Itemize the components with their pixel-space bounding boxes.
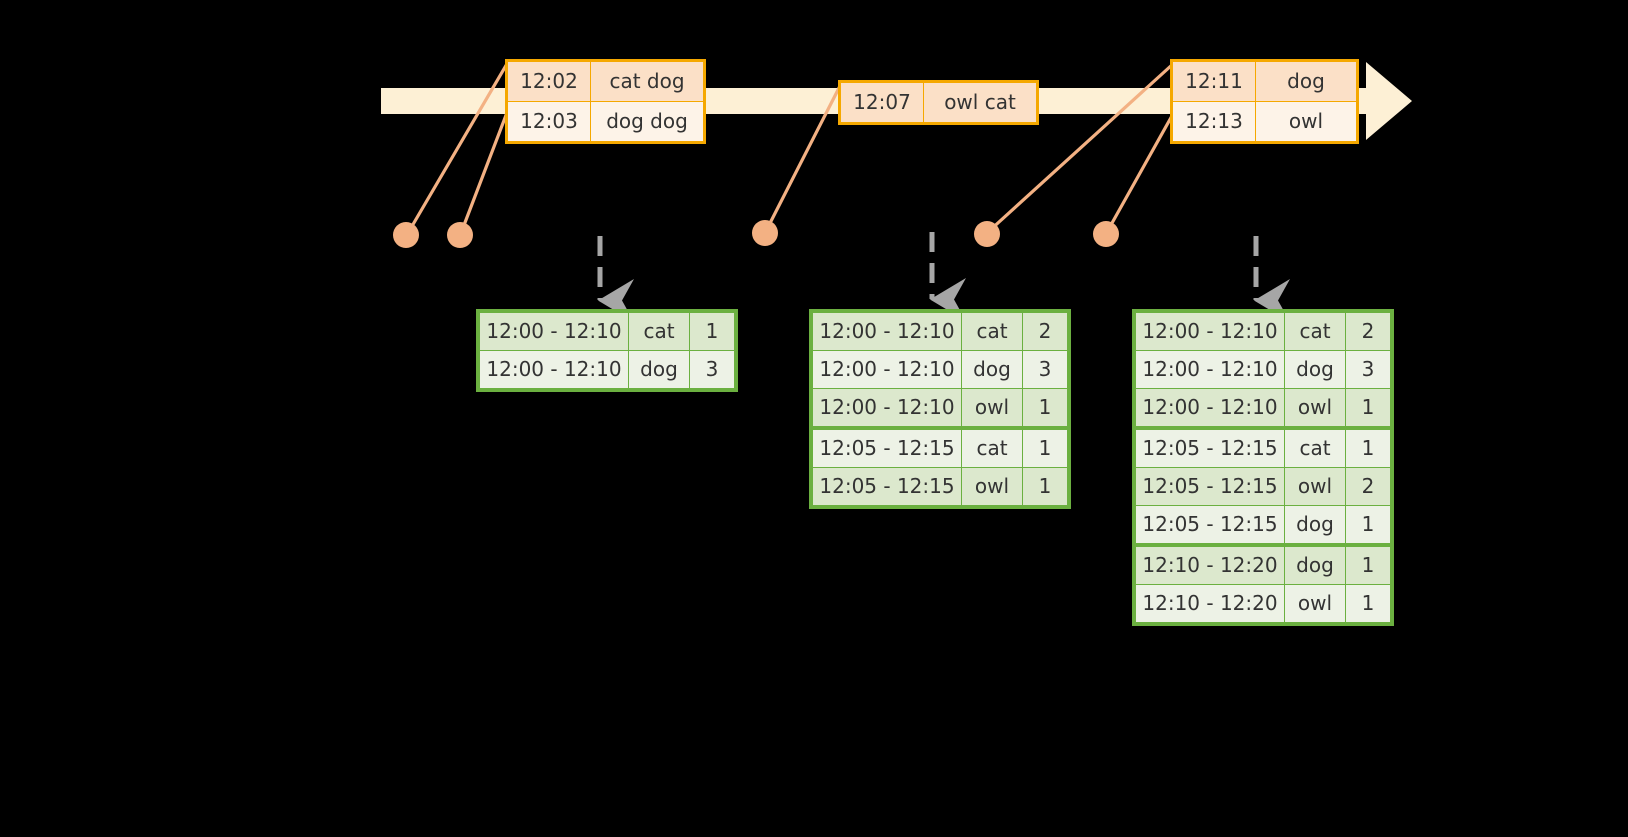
word-cell: cat: [961, 427, 1023, 468]
window-cell: 12:10 - 12:20: [1133, 584, 1285, 625]
connector-line-3: [764, 80, 844, 233]
table-row: 12:00 - 12:10 dog 3: [1133, 350, 1393, 389]
event-row: 12:11 dog: [1171, 60, 1358, 102]
event-time: 12:02: [506, 60, 591, 102]
window-cell: 12:05 - 12:15: [810, 467, 962, 508]
window-cell: 12:00 - 12:10: [1133, 350, 1285, 389]
table-row: 12:00 - 12:10 owl 1: [1133, 388, 1393, 430]
result-table-1: 12:00 - 12:10 cat 1 12:00 - 12:10 dog 3: [476, 309, 738, 392]
word-cell: cat: [628, 310, 690, 351]
event-connector-dots: [393, 220, 1119, 248]
connector-line-5: [1105, 112, 1175, 234]
count-cell: 1: [1022, 467, 1070, 508]
connector-line-4: [986, 62, 1175, 234]
event-row: 12:13 owl: [1171, 101, 1358, 143]
word-cell: owl: [1284, 584, 1346, 625]
window-cell: 12:00 - 12:10: [1133, 310, 1285, 351]
result-table-3: 12:00 - 12:10 cat 2 12:00 - 12:10 dog 3 …: [1132, 309, 1394, 626]
window-cell: 12:00 - 12:10: [1133, 388, 1285, 430]
table-row: 12:00 - 12:10 cat 2: [810, 310, 1070, 351]
event-words: dog: [1255, 60, 1358, 102]
event-time: 12:03: [506, 101, 591, 143]
event-time: 12:13: [1171, 101, 1256, 143]
count-cell: 2: [1345, 310, 1393, 351]
table-row: 12:00 - 12:10 owl 1: [810, 388, 1070, 430]
table-row: 12:10 - 12:20 owl 1: [1133, 584, 1393, 625]
event-words: dog dog: [590, 101, 705, 143]
count-cell: 1: [1345, 427, 1393, 468]
count-cell: 2: [1022, 310, 1070, 351]
table-row: 12:00 - 12:10 cat 1: [477, 310, 737, 351]
window-cell: 12:05 - 12:15: [810, 427, 962, 468]
window-cell: 12:10 - 12:20: [1133, 544, 1285, 585]
table-row: 12:05 - 12:15 cat 1: [1133, 427, 1393, 468]
word-cell: dog: [1284, 350, 1346, 389]
table-row: 12:00 - 12:10 dog 3: [477, 350, 737, 391]
connector-dot-4: [974, 221, 1000, 247]
event-words: cat dog: [590, 60, 705, 102]
event-connector-lines: [406, 60, 1175, 235]
count-cell: 1: [1345, 388, 1393, 430]
connector-dot-1: [393, 222, 419, 248]
word-cell: owl: [961, 388, 1023, 430]
window-cell: 12:00 - 12:10: [477, 350, 629, 391]
table-row: 12:00 - 12:10 cat 2: [1133, 310, 1393, 351]
word-cell: cat: [961, 310, 1023, 351]
count-cell: 3: [1022, 350, 1070, 389]
word-cell: owl: [961, 467, 1023, 508]
count-cell: 1: [1345, 584, 1393, 625]
event-time: 12:11: [1171, 60, 1256, 102]
connector-line-1: [406, 60, 510, 235]
count-cell: 1: [1022, 388, 1070, 430]
connector-dot-2: [447, 222, 473, 248]
table-row: 12:05 - 12:15 owl 1: [810, 467, 1070, 508]
count-cell: 3: [689, 350, 737, 391]
count-cell: 1: [1345, 505, 1393, 547]
window-cell: 12:05 - 12:15: [1133, 427, 1285, 468]
window-cell: 12:05 - 12:15: [1133, 505, 1285, 547]
word-cell: cat: [1284, 310, 1346, 351]
table-row: 12:05 - 12:15 owl 2: [1133, 467, 1393, 506]
connector-dot-3: [752, 220, 778, 246]
event-words: owl cat: [923, 81, 1038, 124]
result-dashed-arrows: [597, 232, 1291, 323]
event-group-2: 12:07 owl cat: [838, 80, 1039, 125]
connector-line-2: [459, 108, 510, 235]
word-cell: dog: [1284, 505, 1346, 547]
event-group-1: 12:02 cat dog 12:03 dog dog: [505, 59, 706, 144]
table-row: 12:05 - 12:15 dog 1: [1133, 505, 1393, 547]
window-cell: 12:05 - 12:15: [1133, 467, 1285, 506]
table-row: 12:10 - 12:20 dog 1: [1133, 544, 1393, 585]
event-row: 12:03 dog dog: [506, 101, 705, 143]
count-cell: 1: [1022, 427, 1070, 468]
count-cell: 3: [1345, 350, 1393, 389]
word-cell: owl: [1284, 388, 1346, 430]
table-row: 12:00 - 12:10 dog 3: [810, 350, 1070, 389]
window-cell: 12:00 - 12:10: [477, 310, 629, 351]
count-cell: 1: [689, 310, 737, 351]
word-cell: cat: [1284, 427, 1346, 468]
connector-dot-5: [1093, 221, 1119, 247]
word-cell: owl: [1284, 467, 1346, 506]
window-cell: 12:00 - 12:10: [810, 310, 962, 351]
event-row: 12:02 cat dog: [506, 60, 705, 102]
word-cell: dog: [961, 350, 1023, 389]
event-time: 12:07: [839, 81, 924, 124]
table-row: 12:05 - 12:15 cat 1: [810, 427, 1070, 468]
event-group-3: 12:11 dog 12:13 owl: [1170, 59, 1359, 144]
event-words: owl: [1255, 101, 1358, 143]
count-cell: 2: [1345, 467, 1393, 506]
count-cell: 1: [1345, 544, 1393, 585]
word-cell: dog: [1284, 544, 1346, 585]
window-cell: 12:00 - 12:10: [810, 388, 962, 430]
result-table-2: 12:00 - 12:10 cat 2 12:00 - 12:10 dog 3 …: [809, 309, 1071, 509]
window-cell: 12:00 - 12:10: [810, 350, 962, 389]
event-row: 12:07 owl cat: [839, 81, 1038, 124]
word-cell: dog: [628, 350, 690, 391]
